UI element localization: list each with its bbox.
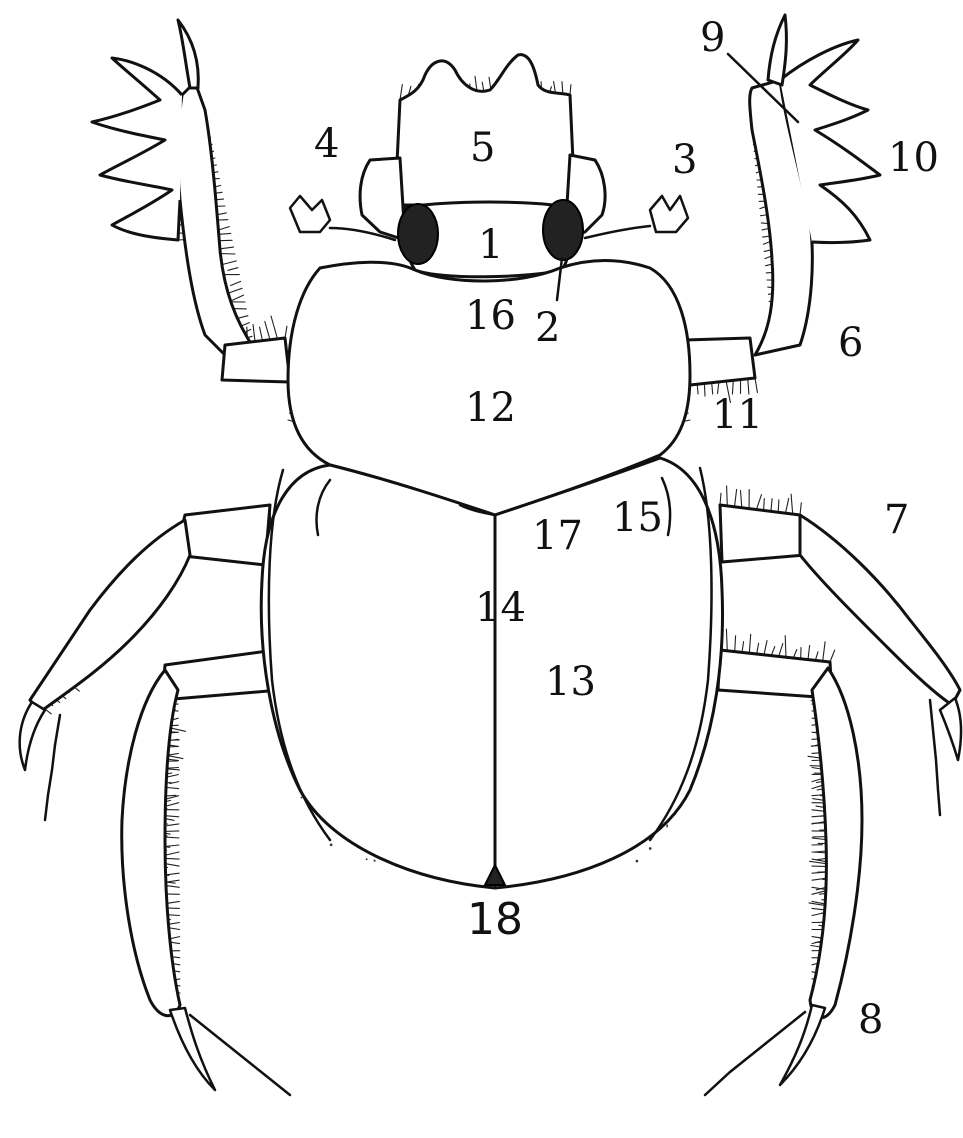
left-middle-claw <box>20 702 45 770</box>
left-fore-tibia <box>178 82 255 360</box>
right-fore-femur <box>685 338 755 385</box>
right-hind-claw <box>780 1005 825 1085</box>
label-16: 16 <box>465 296 516 336</box>
left-eye <box>398 204 438 264</box>
label-3: 3 <box>672 140 697 180</box>
label-15: 15 <box>612 498 663 538</box>
right-eye <box>543 200 583 260</box>
left-hind-claw <box>170 1008 215 1090</box>
left-elytron <box>261 465 495 888</box>
right-middle-femur <box>720 505 805 562</box>
label-1: 1 <box>478 225 503 265</box>
left-hind-femur <box>162 650 280 700</box>
label-10: 10 <box>888 138 939 178</box>
left-middle-tarsus <box>45 715 60 820</box>
label-7: 7 <box>884 500 909 540</box>
right-middle-claw <box>940 698 961 760</box>
label-12: 12 <box>465 388 516 428</box>
left-fore-claw <box>178 20 198 88</box>
left-fore-femur <box>222 338 290 382</box>
label-17: 17 <box>532 516 583 556</box>
right-middle-tarsus <box>930 700 940 815</box>
label-8: 8 <box>858 1000 883 1040</box>
label-5: 5 <box>470 128 495 168</box>
label-18: 18 <box>467 898 523 942</box>
right-antenna-club <box>650 196 688 232</box>
left-hind-tibia <box>122 670 180 1016</box>
right-antenna <box>585 226 650 238</box>
right-hind-tarsus <box>705 1012 805 1095</box>
left-antenna-club <box>290 196 330 232</box>
label-2: 2 <box>535 308 560 348</box>
right-elytron <box>495 458 723 888</box>
right-fore-claw <box>768 15 786 85</box>
label-6: 6 <box>838 323 863 363</box>
label-4: 4 <box>314 124 339 164</box>
right-hind-tibia <box>810 668 862 1018</box>
label-13: 13 <box>545 662 596 702</box>
label-14: 14 <box>475 588 526 628</box>
left-hind-tarsus <box>190 1015 290 1095</box>
left-fore-tibia-teeth <box>92 58 182 240</box>
label-9: 9 <box>700 18 725 58</box>
label-11: 11 <box>712 395 763 435</box>
